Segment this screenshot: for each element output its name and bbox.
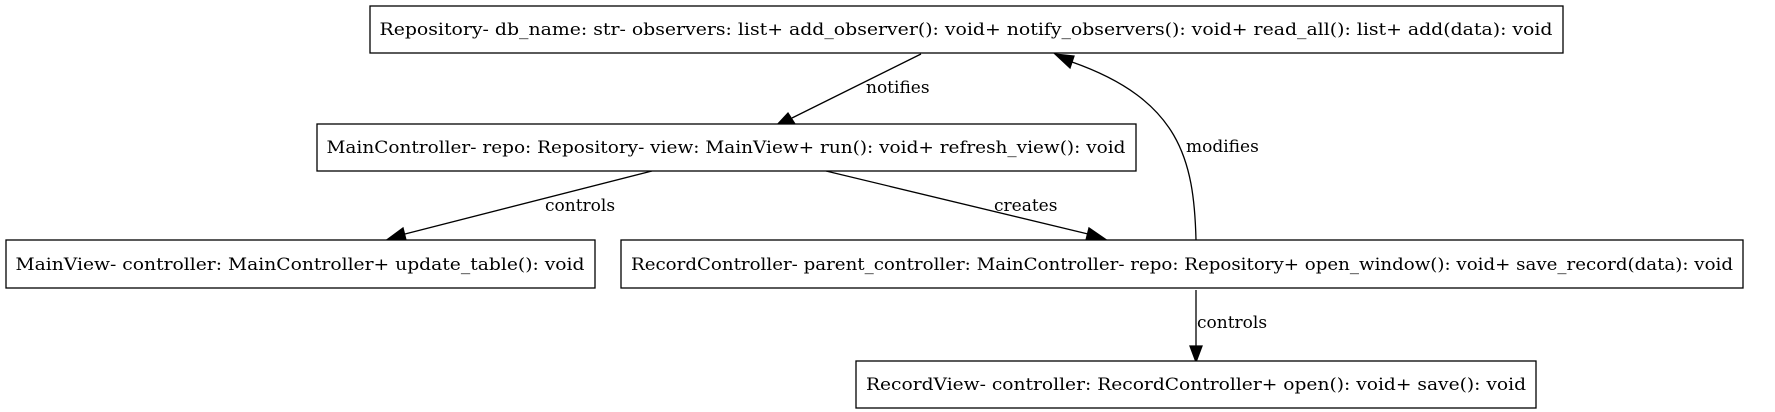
edge-line: [1071, 61, 1197, 241]
arrowhead: [1085, 226, 1107, 241]
edge-line: [404, 170, 653, 235]
edge-line: [825, 170, 1089, 235]
node-box: [369, 5, 1564, 54]
arrowhead: [386, 226, 407, 241]
node-maincontroller[interactable]: MainController- repo: Repository- view: …: [316, 123, 1137, 172]
node-recordcontroller[interactable]: RecordController- parent_controller: Mai…: [620, 239, 1744, 289]
node-box: [855, 360, 1537, 409]
node-label: Repository- db_name: str- observers: lis…: [380, 20, 1553, 40]
edge-label-modifies: modifies: [1186, 137, 1259, 157]
node-box: [316, 123, 1137, 172]
node-mainview[interactable]: MainView- controller: MainController+ up…: [5, 239, 596, 289]
node-box: [620, 239, 1744, 289]
node-box: [5, 239, 596, 289]
edge-label-controls-recordview: controls: [1197, 313, 1267, 333]
edge-line: [791, 53, 922, 119]
node-repository[interactable]: Repository- db_name: str- observers: lis…: [369, 5, 1564, 54]
edge-label-creates: creates: [994, 196, 1057, 216]
node-label: MainController- repo: Repository- view: …: [327, 138, 1126, 158]
arrowhead: [1189, 345, 1203, 364]
edge-recordcontroller-modifies-repository: [1053, 53, 1197, 241]
edge-label-controls-mainview: controls: [545, 196, 615, 216]
arrowhead: [1053, 53, 1075, 70]
edge-label-notifies: notifies: [866, 78, 930, 98]
edge-maincontroller-creates-recordcontroller: [825, 170, 1107, 241]
node-recordview[interactable]: RecordView- controller: RecordController…: [855, 360, 1537, 409]
node-label: RecordView- controller: RecordController…: [866, 375, 1526, 395]
node-label: RecordController- parent_controller: Mai…: [631, 255, 1733, 275]
edge-recordcontroller-controls-recordview: [1189, 290, 1203, 364]
node-label: MainView- controller: MainController+ up…: [16, 255, 585, 275]
